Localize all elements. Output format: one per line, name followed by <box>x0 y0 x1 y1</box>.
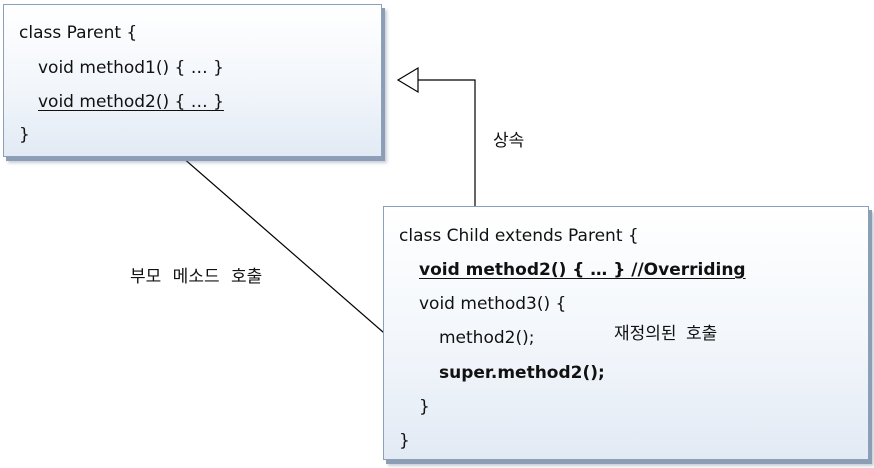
parent-method2: void method2() { … } <box>38 92 224 112</box>
inheritance-label: 상속 <box>493 131 525 151</box>
child-class-decl: class Child extends Parent { <box>399 226 639 246</box>
child-super-call: super.method2(); <box>439 363 605 383</box>
super-call-arrow <box>141 121 431 374</box>
parent-close-brace: } <box>19 125 30 145</box>
inheritance-arrow <box>396 66 476 206</box>
child-class-box: class Child extends Parent { void method… <box>383 206 869 460</box>
parent-class-decl: class Parent { <box>19 23 138 43</box>
child-close-brace: } <box>399 431 410 451</box>
parent-call-label: 부모 메소드 호출 <box>130 267 263 287</box>
parent-class-box: class Parent { void method1() { … } void… <box>3 4 382 157</box>
override-call-label: 재정의된 호출 <box>614 324 718 344</box>
child-method3-close: } <box>419 397 430 417</box>
child-method2-override: void method2() { … } //Overriding <box>419 260 746 280</box>
child-method3-decl: void method3() { <box>419 294 567 314</box>
parent-method1: void method1() { … } <box>38 58 224 78</box>
child-method2-call: method2(); <box>439 328 535 348</box>
